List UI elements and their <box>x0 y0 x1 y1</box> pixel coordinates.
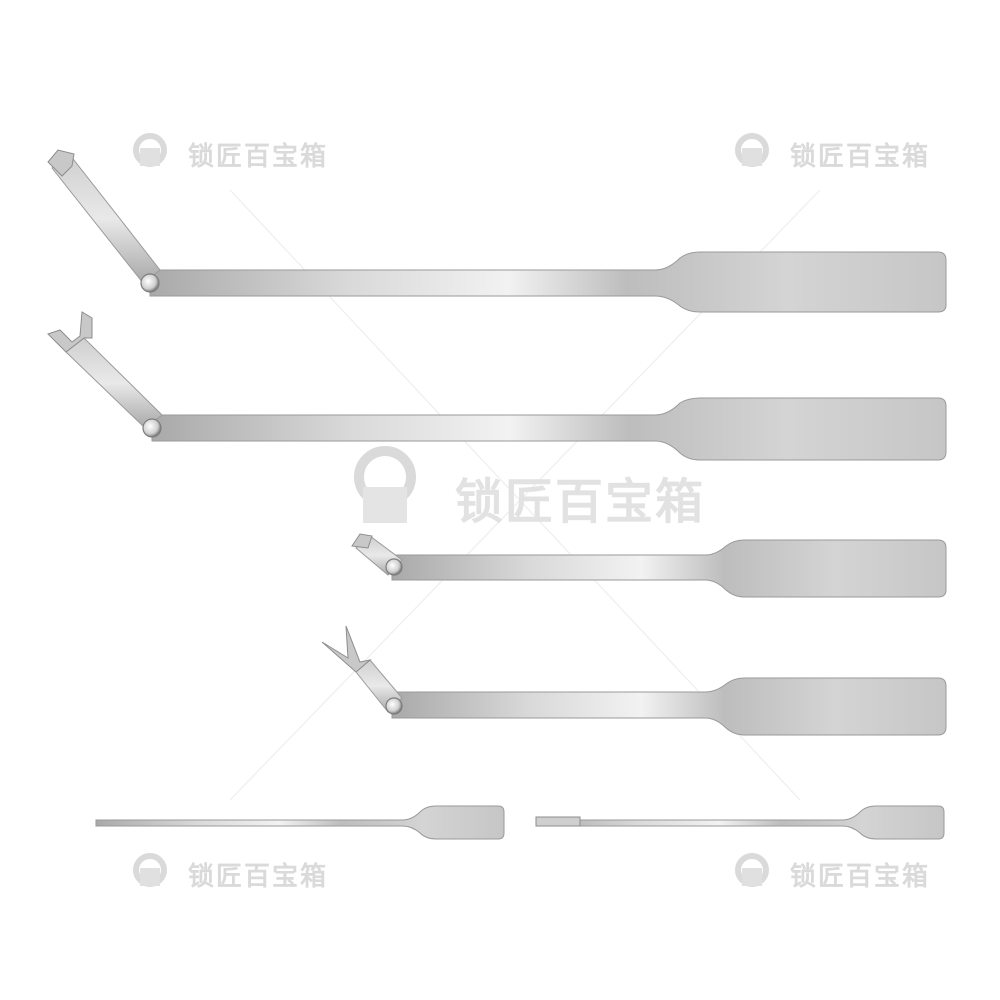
tool-6-flat-tip <box>535 805 945 840</box>
watermark-text-center: 锁匠百宝箱 <box>455 474 706 530</box>
tool-1-l-hook <box>47 149 947 313</box>
tool-5-straight <box>95 805 505 840</box>
watermark-text-bottom-left: 锁匠百宝箱 <box>188 862 329 892</box>
tool-4-v-fork <box>321 625 947 736</box>
tool-3-small-hook <box>351 533 947 598</box>
watermark-text-top-right: 锁匠百宝箱 <box>790 142 931 172</box>
watermark-text-top-left: 锁匠百宝箱 <box>188 142 329 172</box>
watermark-text-bottom-right: 锁匠百宝箱 <box>790 862 931 892</box>
tool-2-fork <box>47 311 947 461</box>
watermark-logo-icons <box>133 133 769 887</box>
